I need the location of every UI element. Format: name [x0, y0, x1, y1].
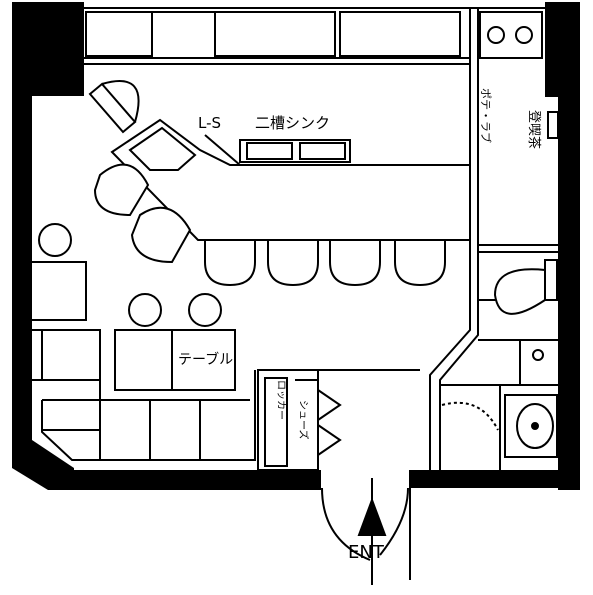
- locker-label: ロッカー: [275, 380, 287, 420]
- table-label: テーブル: [178, 351, 233, 368]
- restroom-partitions: [429, 244, 558, 470]
- shelf-label: ポテ・ラブ: [479, 88, 493, 143]
- entrance-label: ENT: [348, 542, 385, 563]
- exterior-walls: [12, 2, 580, 490]
- round-stools: [38, 223, 222, 327]
- stool-4: [267, 239, 319, 287]
- banquette: [32, 329, 256, 461]
- stool-3: [204, 239, 256, 287]
- side-box: [547, 111, 559, 139]
- washbasin-icon: [504, 394, 558, 458]
- stool-1: [93, 163, 150, 217]
- sink-label: 二槽シンク: [255, 114, 330, 132]
- stool-2: [130, 206, 192, 264]
- bar-stools: [93, 163, 446, 287]
- table: [114, 329, 236, 391]
- square-seats: [29, 261, 87, 321]
- toilet-icon: [493, 259, 558, 315]
- stool-5: [329, 239, 381, 287]
- burner-right-icon: [515, 26, 533, 44]
- interior-lines: [32, 7, 545, 245]
- ls-label: L-S: [198, 114, 221, 132]
- locker-area: [257, 369, 420, 471]
- entrance: [319, 470, 411, 585]
- shoe-label: シューズ: [297, 400, 310, 440]
- stool-6: [394, 239, 446, 287]
- kitchen-door: [88, 80, 140, 134]
- entrance-arrow-icon: [357, 497, 387, 536]
- table-group: [114, 329, 236, 391]
- burner-left-icon: [487, 26, 505, 44]
- drain-icon: [532, 349, 544, 361]
- side-label: 登喫茶: [526, 110, 542, 149]
- stove: [479, 11, 543, 59]
